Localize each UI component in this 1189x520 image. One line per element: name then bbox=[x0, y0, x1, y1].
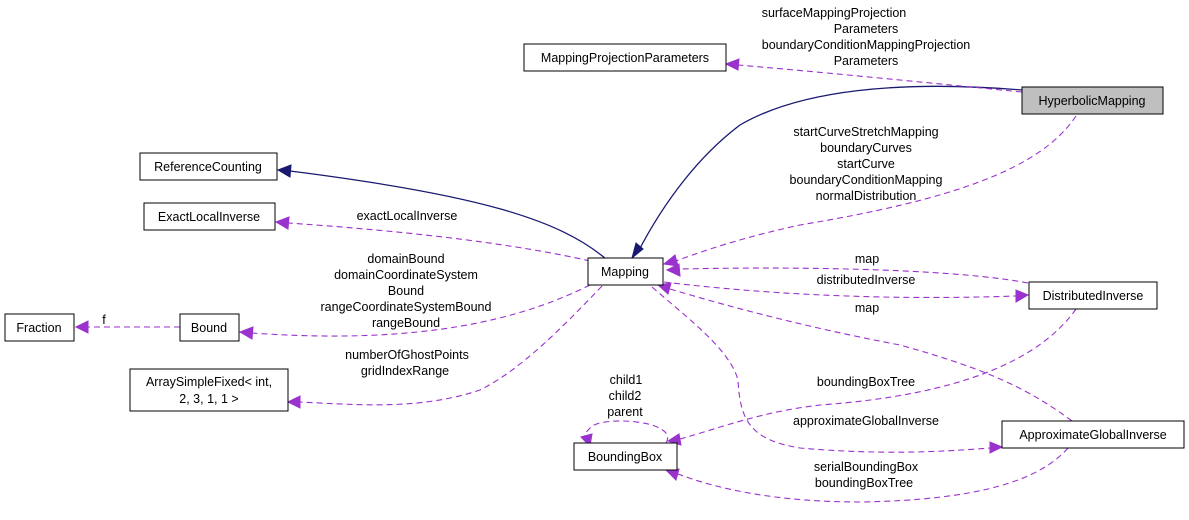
label-distributed-inverse: distributedInverse bbox=[817, 273, 916, 287]
svg-text:f: f bbox=[102, 313, 106, 327]
svg-text:child1: child1 bbox=[610, 373, 643, 387]
label-fraction: f bbox=[102, 313, 106, 327]
svg-text:serialBoundingBox: serialBoundingBox bbox=[814, 460, 919, 474]
node-mapping-label: Mapping bbox=[601, 265, 649, 279]
svg-text:domainBound: domainBound bbox=[367, 252, 444, 266]
svg-text:child2: child2 bbox=[609, 389, 642, 403]
edge-distributed-to-mapping bbox=[679, 267, 1029, 284]
node-approximate-global-inverse[interactable]: ApproximateGlobalInverse bbox=[1001, 420, 1185, 449]
node-exact-local-inverse[interactable]: ExactLocalInverse bbox=[143, 202, 276, 231]
svg-text:startCurve: startCurve bbox=[837, 157, 895, 171]
arrowhead-reference-counting bbox=[276, 164, 292, 178]
node-exact-local-inverse-label: ExactLocalInverse bbox=[158, 210, 260, 224]
node-approximate-global-inverse-label: ApproximateGlobalInverse bbox=[1019, 428, 1166, 442]
arrowhead-mapping-inherit bbox=[631, 242, 644, 260]
arrowhead-approx-to-mapping bbox=[656, 282, 672, 295]
arrowhead-mapping-to-approx bbox=[989, 441, 1004, 454]
svg-text:approximateGlobalInverse: approximateGlobalInverse bbox=[793, 414, 939, 428]
svg-text:distributedInverse: distributedInverse bbox=[817, 273, 916, 287]
edge-mapping-to-approx bbox=[651, 286, 991, 453]
svg-text:gridIndexRange: gridIndexRange bbox=[361, 364, 449, 378]
node-mapping-projection-parameters[interactable]: MappingProjectionParameters bbox=[523, 43, 727, 72]
edge-mapping-inherits-reference-counting bbox=[289, 170, 607, 260]
node-reference-counting[interactable]: ReferenceCounting bbox=[139, 152, 278, 181]
edge-mapping-exact-local-inverse bbox=[287, 222, 591, 262]
arrowhead-mapping-to-distributed bbox=[1015, 289, 1030, 303]
node-array-simple-fixed-label-line2: 2, 3, 1, 1 > bbox=[179, 392, 238, 406]
edge-distributed-to-bbox bbox=[679, 308, 1077, 440]
svg-text:parent: parent bbox=[607, 405, 643, 419]
svg-text:numberOfGhostPoints: numberOfGhostPoints bbox=[345, 348, 469, 362]
label-bbox-tree: boundingBoxTree bbox=[817, 375, 915, 389]
label-approximate-global-inverse: approximateGlobalInverse bbox=[793, 414, 939, 428]
svg-text:boundaryConditionMapping: boundaryConditionMapping bbox=[790, 173, 943, 187]
svg-text:exactLocalInverse: exactLocalInverse bbox=[357, 209, 458, 223]
svg-text:map: map bbox=[855, 252, 879, 266]
edge-hyperbolic-to-mapping bbox=[675, 115, 1077, 262]
edge-bbox-self-loop bbox=[583, 420, 669, 445]
label-hyperbolic-to-mapping: startCurveStretchMapping boundaryCurves … bbox=[790, 125, 943, 203]
node-array-simple-fixed-label-line1: ArraySimpleFixed< int, bbox=[146, 375, 272, 389]
svg-text:Bound: Bound bbox=[388, 284, 424, 298]
edge-hyperbolic-inherits-mapping bbox=[637, 85, 1023, 253]
node-bound-label: Bound bbox=[191, 321, 227, 335]
arrowhead-projection-params bbox=[724, 58, 740, 71]
edge-mapping-array bbox=[299, 285, 603, 406]
node-bounding-box-label: BoundingBox bbox=[588, 450, 663, 464]
node-distributed-inverse[interactable]: DistributedInverse bbox=[1028, 281, 1158, 310]
svg-text:Parameters: Parameters bbox=[834, 22, 899, 36]
svg-text:surfaceMappingProjection: surfaceMappingProjection bbox=[762, 6, 907, 20]
node-mapping-projection-parameters-label: MappingProjectionParameters bbox=[541, 51, 709, 65]
arrowhead-exact-local-inverse bbox=[274, 216, 290, 230]
svg-text:startCurveStretchMapping: startCurveStretchMapping bbox=[793, 125, 938, 139]
arrowhead-bound bbox=[238, 326, 254, 340]
label-exact-local-inverse: exactLocalInverse bbox=[357, 209, 458, 223]
svg-text:map: map bbox=[855, 301, 879, 315]
arrowhead-distributed-to-mapping bbox=[665, 263, 681, 277]
edge-approx-to-bbox bbox=[677, 447, 1069, 503]
node-bound[interactable]: Bound bbox=[179, 313, 240, 342]
arrowhead-approx-to-bbox bbox=[664, 468, 680, 481]
label-approx-map: map bbox=[855, 301, 879, 315]
label-bbox-self: child1 child2 parent bbox=[607, 373, 643, 419]
node-fraction[interactable]: Fraction bbox=[4, 313, 75, 342]
svg-text:boundingBoxTree: boundingBoxTree bbox=[817, 375, 915, 389]
arrowhead-fraction bbox=[74, 320, 89, 334]
node-hyperbolic-mapping-label: HyperbolicMapping bbox=[1038, 94, 1145, 108]
node-bounding-box[interactable]: BoundingBox bbox=[573, 442, 678, 471]
edge-approx-to-mapping bbox=[669, 288, 1073, 422]
svg-text:Parameters: Parameters bbox=[834, 54, 899, 68]
node-distributed-inverse-label: DistributedInverse bbox=[1043, 289, 1144, 303]
label-serial-bbox: serialBoundingBox boundingBoxTree bbox=[814, 460, 919, 490]
svg-text:boundaryCurves: boundaryCurves bbox=[820, 141, 912, 155]
node-reference-counting-label: ReferenceCounting bbox=[154, 160, 262, 174]
label-array: numberOfGhostPoints gridIndexRange bbox=[345, 348, 469, 378]
node-mapping[interactable]: Mapping bbox=[587, 257, 664, 286]
label-projection-params: surfaceMappingProjection Parameters boun… bbox=[762, 6, 971, 68]
svg-text:normalDistribution: normalDistribution bbox=[816, 189, 917, 203]
svg-text:domainCoordinateSystem: domainCoordinateSystem bbox=[334, 268, 478, 282]
svg-text:boundingBoxTree: boundingBoxTree bbox=[815, 476, 913, 490]
node-array-simple-fixed[interactable]: ArraySimpleFixed< int, 2, 3, 1, 1 > bbox=[129, 368, 289, 412]
svg-text:boundaryConditionMappingProjec: boundaryConditionMappingProjection bbox=[762, 38, 971, 52]
svg-text:rangeBound: rangeBound bbox=[372, 316, 440, 330]
edge-mapping-bound bbox=[251, 284, 591, 337]
svg-text:rangeCoordinateSystemBound: rangeCoordinateSystemBound bbox=[321, 300, 492, 314]
label-bound: domainBound domainCoordinateSystem Bound… bbox=[321, 252, 492, 330]
node-hyperbolic-mapping[interactable]: HyperbolicMapping bbox=[1021, 86, 1164, 115]
node-fraction-label: Fraction bbox=[16, 321, 61, 335]
label-distributed-map: map bbox=[855, 252, 879, 266]
arrowhead-array bbox=[286, 395, 301, 409]
arrowhead-hyperbolic-to-mapping bbox=[662, 254, 679, 267]
edge-hyperbolic-projection-params bbox=[737, 64, 1023, 93]
